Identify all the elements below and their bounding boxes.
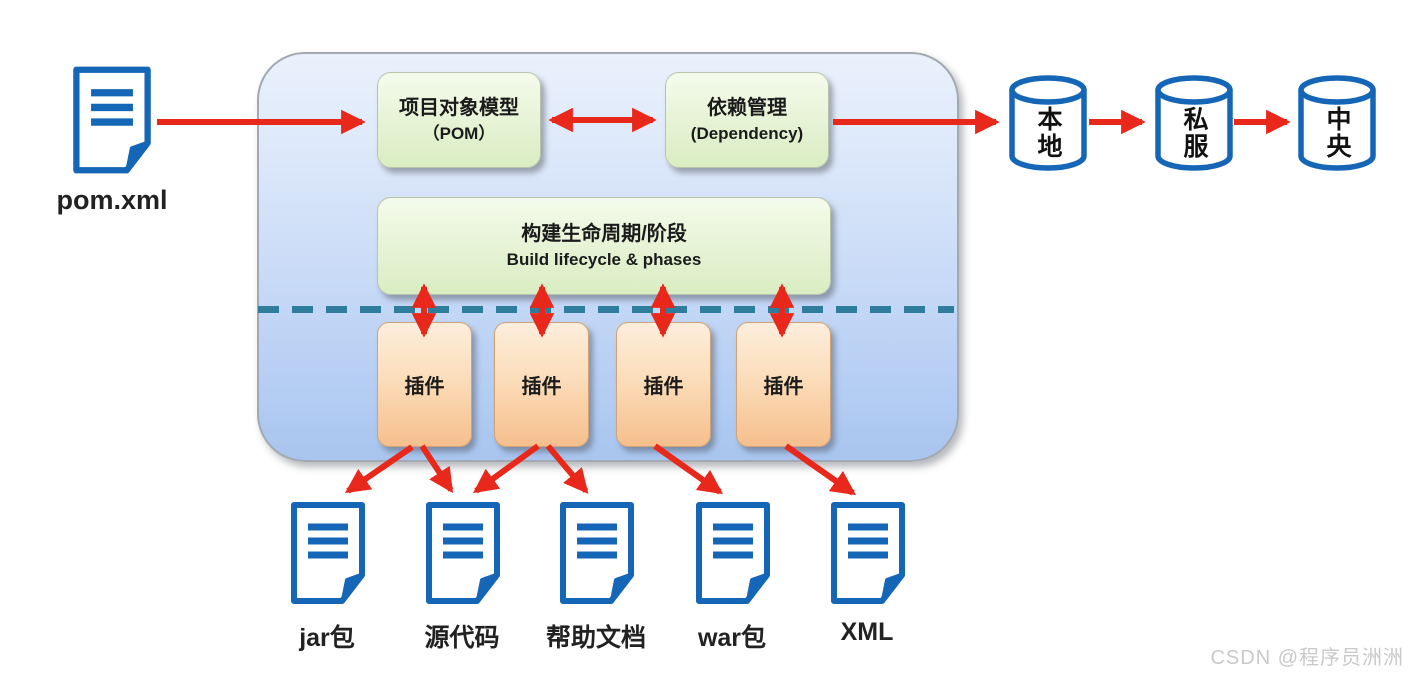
document-fold bbox=[746, 573, 768, 602]
artifact-label-jar: jar包 bbox=[299, 624, 355, 652]
dashed-separator-line bbox=[258, 306, 954, 313]
pom-box-subtitle: （POM） bbox=[422, 124, 496, 143]
dependency-management-box: 依赖管理 (Dependency) bbox=[665, 72, 829, 168]
xml-document-icon bbox=[831, 502, 905, 604]
project-object-model-box: 项目对象模型 （POM） bbox=[377, 72, 541, 168]
plugin-box-2: 插件 bbox=[494, 322, 589, 447]
artifact-label-war: war包 bbox=[697, 624, 767, 652]
central-repo-label: 中央 bbox=[1323, 106, 1351, 160]
private-repository-cylinder: 私服 bbox=[1152, 74, 1236, 174]
lifecycle-box-title: 构建生命周期/阶段 bbox=[521, 223, 687, 245]
plugin-label: 插件 bbox=[404, 376, 445, 398]
dep-box-subtitle: (Dependency) bbox=[690, 124, 804, 143]
plugin-label: 插件 bbox=[521, 376, 562, 398]
dep-box-title: 依赖管理 bbox=[707, 97, 787, 119]
plugin-label: 插件 bbox=[643, 376, 684, 398]
build-lifecycle-box: 构建生命周期/阶段 Build lifecycle & phases bbox=[377, 197, 831, 295]
plugin-box-3: 插件 bbox=[616, 322, 711, 447]
plugin-box-4: 插件 bbox=[736, 322, 831, 447]
database-cylinder-icon bbox=[1155, 75, 1233, 171]
cylinder-top bbox=[1009, 75, 1087, 105]
artifact-label-helpdoc: 帮助文档 bbox=[545, 624, 646, 652]
cylinder-body bbox=[1155, 90, 1233, 171]
csdn-watermark: CSDN @程序员洲洲 bbox=[1210, 647, 1404, 669]
lifecycle-box-subtitle: Build lifecycle & phases bbox=[506, 250, 702, 269]
pom-xml-label: pom.xml bbox=[56, 185, 168, 215]
cylinder-body bbox=[1009, 90, 1087, 171]
local-repo-label: 本地 bbox=[1034, 106, 1062, 160]
source-code-document-icon bbox=[426, 502, 500, 604]
document-fold bbox=[881, 573, 903, 602]
database-cylinder-icon bbox=[1298, 75, 1376, 171]
war-document-icon bbox=[696, 502, 770, 604]
document-fold bbox=[610, 573, 632, 602]
plugin-box-1: 插件 bbox=[377, 322, 472, 447]
database-cylinder-icon bbox=[1009, 75, 1087, 171]
plugin-label: 插件 bbox=[763, 376, 804, 398]
pom-box-title: 项目对象模型 bbox=[399, 97, 519, 119]
pom-xml-document-icon bbox=[73, 66, 151, 174]
cylinder-top bbox=[1298, 75, 1376, 105]
central-repository-cylinder: 中央 bbox=[1295, 74, 1379, 174]
jar-document-icon bbox=[291, 502, 365, 604]
artifact-label-xml: XML bbox=[840, 618, 894, 646]
local-repository-cylinder: 本地 bbox=[1006, 74, 1090, 174]
private-repo-label: 私服 bbox=[1180, 106, 1208, 160]
cylinder-top bbox=[1155, 75, 1233, 105]
document-fold bbox=[341, 573, 363, 602]
help-doc-document-icon bbox=[560, 502, 634, 604]
document-fold bbox=[476, 573, 498, 602]
cylinder-body bbox=[1298, 90, 1376, 171]
artifact-label-source: 源代码 bbox=[424, 624, 500, 652]
document-fold bbox=[125, 140, 149, 172]
